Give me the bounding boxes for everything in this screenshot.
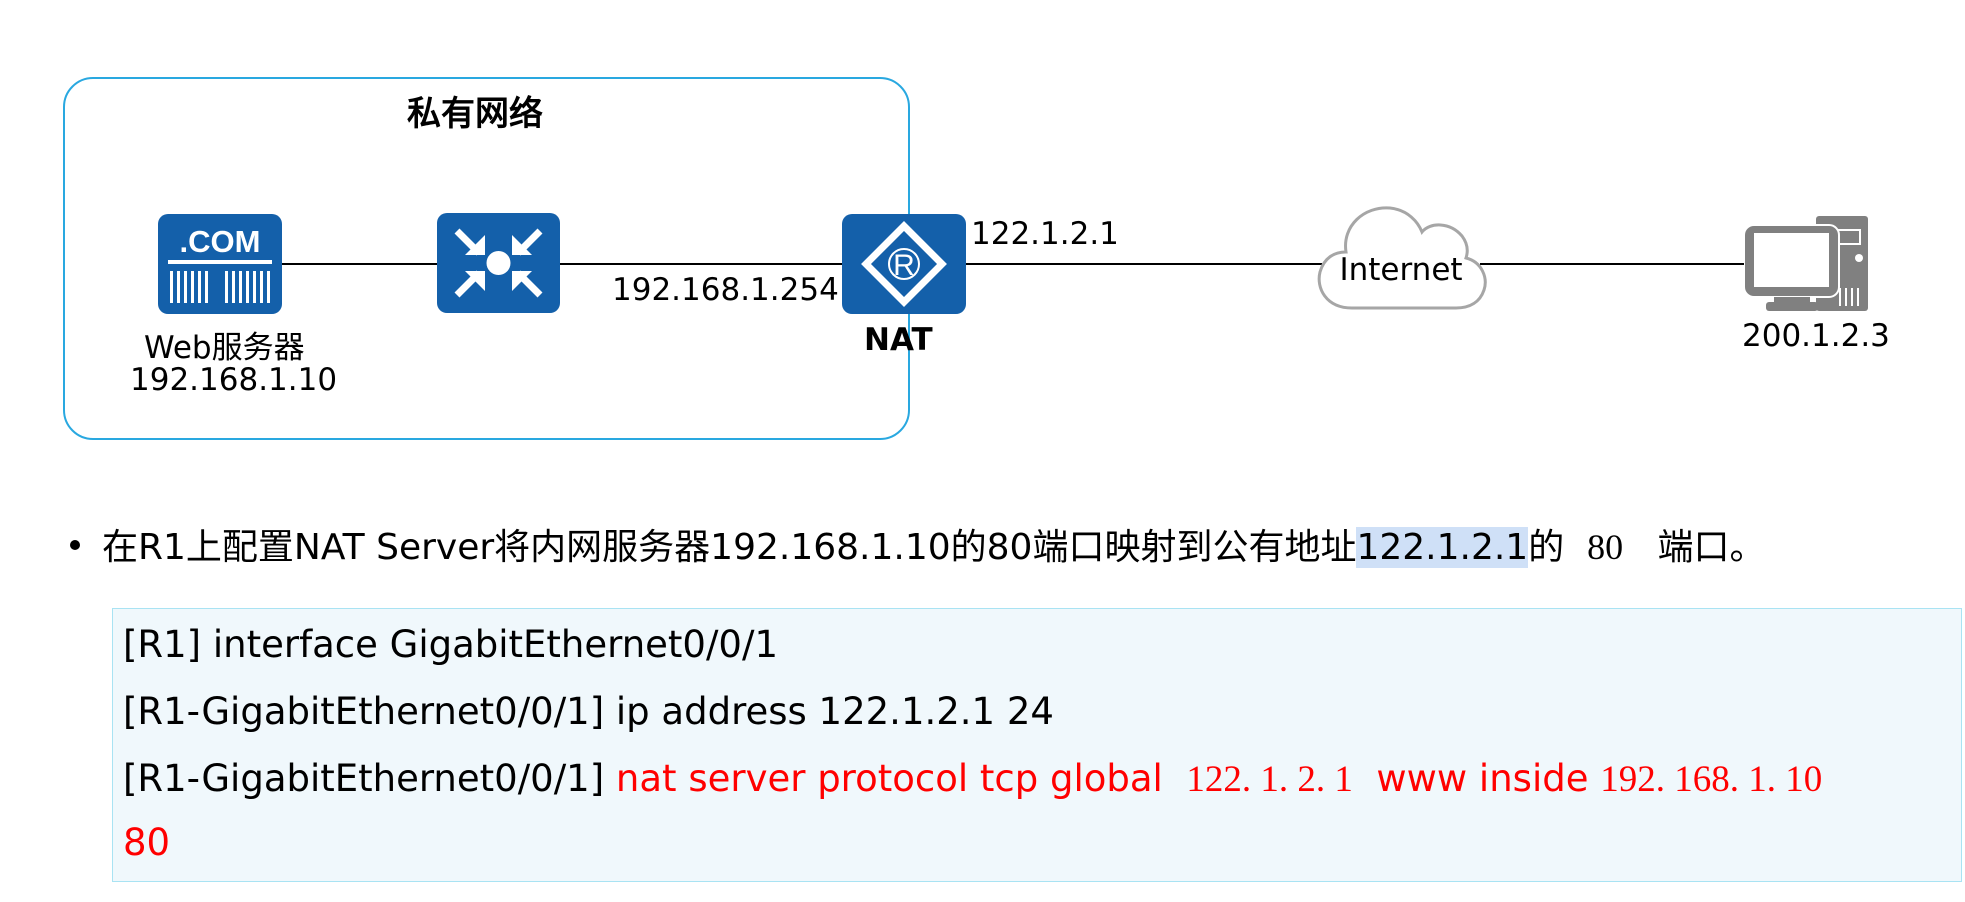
- router-icon[interactable]: R: [842, 214, 966, 314]
- web-server-icon: .COM: [158, 214, 282, 314]
- pc-ip: 200.1.2.3: [1742, 318, 1890, 354]
- router-letter: R: [893, 249, 915, 282]
- private-network-title: 私有网络: [407, 94, 543, 134]
- description-text-2: 的: [1528, 527, 1565, 568]
- code-line-1: [R1] interface GigabitEthernet0/0/1: [123, 623, 778, 666]
- cloud-icon: Internet: [1312, 196, 1490, 318]
- code-line-3-inside: www inside: [1376, 757, 1589, 800]
- server-bars: [170, 271, 270, 303]
- description-text-3: 端口。: [1657, 527, 1766, 568]
- code-line-3-global-ip: 122. 1. 2. 1: [1186, 759, 1353, 800]
- bullet-icon: [70, 540, 80, 550]
- code-line-2: [R1-GigabitEthernet0/0/1] ip address 122…: [123, 690, 1054, 733]
- internet-label: Internet: [1339, 252, 1463, 288]
- router-inside-ip: 192.168.1.254: [612, 272, 839, 308]
- web-server-ip: 192.168.1.10: [130, 362, 338, 398]
- code-line-4-port: 80: [123, 821, 171, 864]
- connection-lines: [282, 263, 1748, 265]
- code-line-3: [R1-GigabitEthernet0/0/1] nat server pro…: [123, 757, 1822, 801]
- web-server-name: Web服务器: [144, 330, 305, 366]
- description-text-1: 在R1上配置NAT Server将内网服务器192.168.1.10的80端口映…: [102, 527, 1357, 568]
- switch-icon: [437, 213, 560, 313]
- description-bullet: 在R1上配置NAT Server将内网服务器192.168.1.10的80端口映…: [70, 518, 1765, 570]
- nat-label: NAT: [864, 322, 933, 358]
- code-block: [R1] interface GigabitEthernet0/0/1 [R1-…: [112, 608, 1962, 882]
- server-com-label: .COM: [180, 224, 261, 259]
- code-line-3-command: nat server protocol tcp global: [615, 757, 1163, 800]
- code-line-3-inside-ip: 192. 168. 1. 10: [1600, 759, 1823, 800]
- description-port: 80: [1587, 527, 1624, 567]
- pc-icon: [1744, 214, 1870, 314]
- description-highlight-ip: 122.1.2.1: [1356, 527, 1529, 568]
- code-line-3-prompt: [R1-GigabitEthernet0/0/1]: [123, 757, 605, 800]
- router-outside-ip: 122.1.2.1: [971, 216, 1119, 252]
